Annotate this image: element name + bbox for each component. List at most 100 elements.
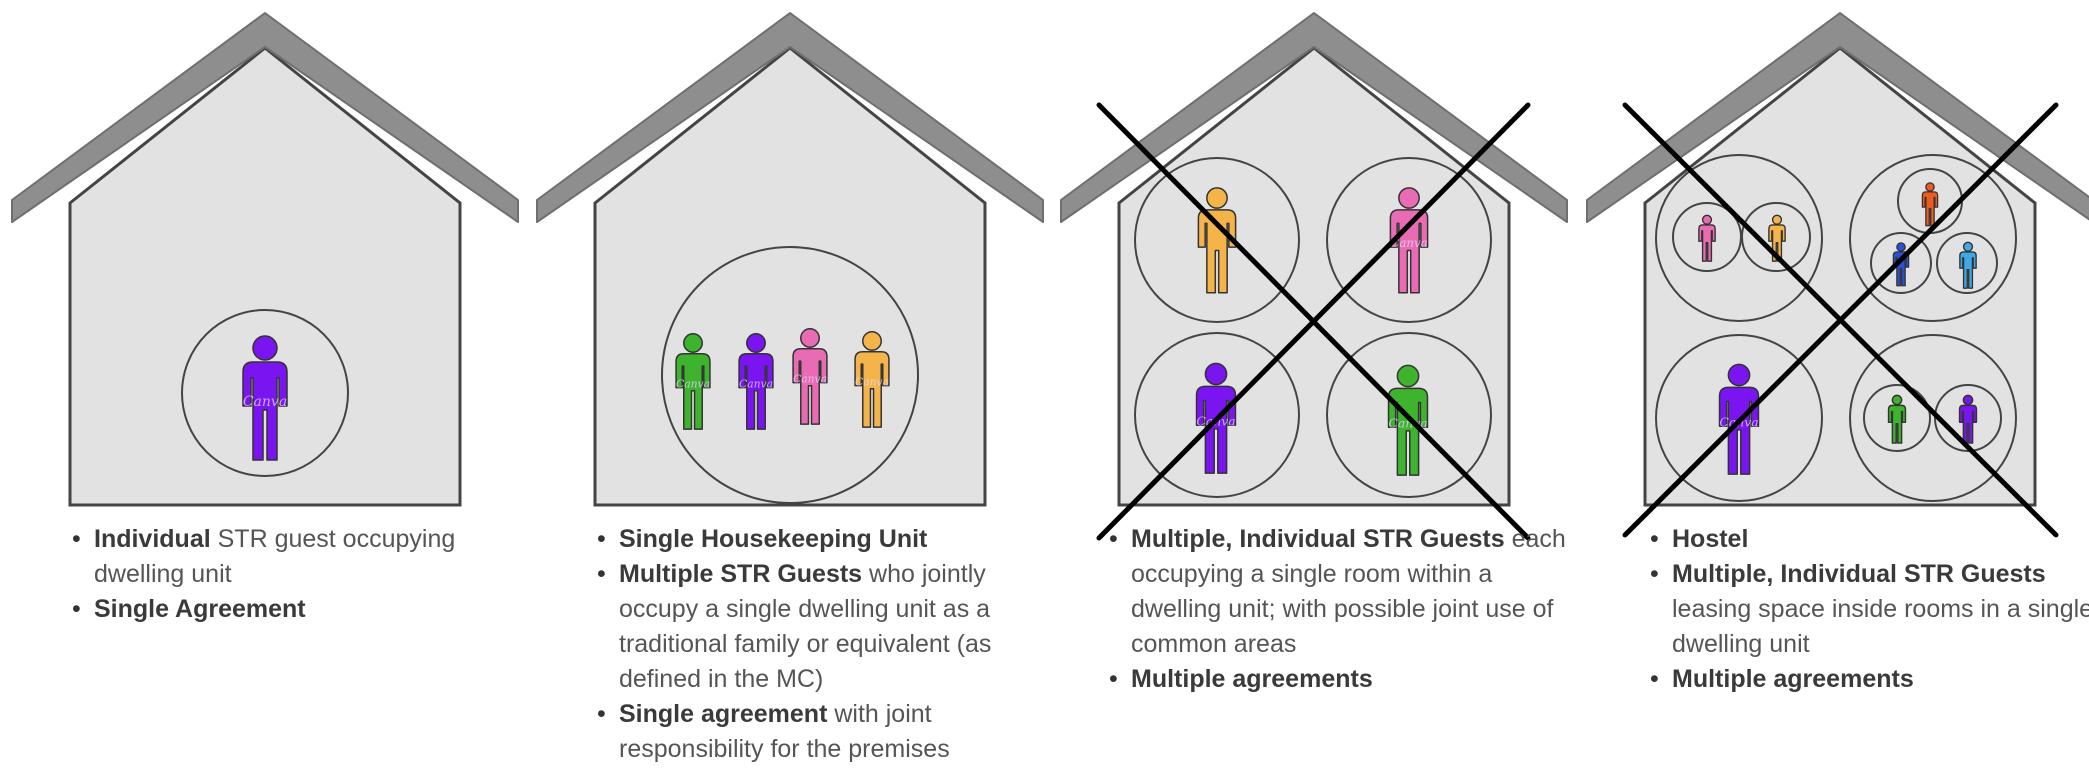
cross-line <box>1096 102 1531 541</box>
room-circle <box>1655 334 1823 502</box>
roof <box>536 12 1044 223</box>
bed-circle <box>1870 232 1932 294</box>
house-wall <box>68 46 462 507</box>
cross-out-mark <box>1622 102 2059 538</box>
person-head <box>683 333 703 353</box>
roof <box>1060 12 1568 223</box>
bullet-item: Multiple, Individual STR Guests each occ… <box>1109 522 1579 662</box>
cross-line <box>1622 102 2059 538</box>
bullet-item: Hostel <box>1650 522 2089 557</box>
bullet-bold-text: Multiple agreements <box>1131 665 1373 693</box>
bed-circle <box>1863 384 1931 452</box>
bullet-item: Multiple STR Guests who jointly occupy a… <box>597 557 1067 697</box>
person-body <box>675 353 711 430</box>
bullet-bold-text: Individual <box>94 525 211 553</box>
room-circle <box>1134 332 1300 498</box>
bullet-item: Multiple agreements <box>1109 662 1579 697</box>
bullet-bold-text: Multiple STR Guests <box>619 560 863 588</box>
bullet-text: STR guest occupying dwelling unit <box>94 525 456 588</box>
house-4: Canva <box>1586 12 2089 538</box>
room-circle <box>1655 154 1823 322</box>
bullet-bold-text: Hostel <box>1672 525 1749 553</box>
bullet-bold-text: Multiple, Individual STR Guests <box>1672 560 2046 588</box>
bullet-text: with joint responsibility for the premis… <box>619 700 950 763</box>
bed-circle <box>1934 384 2002 452</box>
watermark-text: Canva <box>1390 236 1427 250</box>
person-head <box>1206 187 1228 209</box>
person-head <box>1771 214 1783 225</box>
person-head <box>1962 394 1974 406</box>
person-head <box>1891 394 1903 406</box>
house-1: Canva <box>11 12 519 507</box>
bullet-bold-text: Multiple, Individual STR Guests <box>1131 525 1505 553</box>
bullet-item: Multiple agreements <box>1650 662 2089 697</box>
caption-house-2: Single Housekeeping UnitMultiple STR Gue… <box>597 522 1067 767</box>
person-head <box>1701 214 1713 225</box>
cross-out-mark <box>1096 102 1531 541</box>
person-head <box>1925 182 1935 192</box>
watermark-text: Canva <box>243 394 287 410</box>
bullet-item: Single agreement with joint responsibili… <box>597 697 1067 767</box>
caption-house-4: HostelMultiple, Individual STR Guests le… <box>1650 522 2089 697</box>
bullet-bold-text: Single agreement <box>619 700 828 728</box>
person-icon: Canva <box>242 335 288 461</box>
bullet-text: each occupying a single room within a dw… <box>1131 525 1566 658</box>
bullet-text: leasing space inside rooms in a single d… <box>1672 595 2089 658</box>
bullet-bold-text: Multiple agreements <box>1672 665 1914 693</box>
room-circle <box>1326 157 1492 323</box>
person-head <box>1398 187 1420 209</box>
watermark-text: Canva <box>855 376 889 389</box>
person-icon <box>1698 214 1716 262</box>
person-icon <box>1959 241 1977 289</box>
watermark-text: Canva <box>676 378 710 391</box>
person-head <box>1727 363 1751 387</box>
person-body <box>1958 404 1978 444</box>
bed-circle <box>1936 232 1998 294</box>
roof <box>1586 12 2089 223</box>
person-body <box>1698 224 1716 262</box>
person-head <box>800 328 820 348</box>
person-head <box>1396 364 1420 388</box>
bullet-bold-text: Single Housekeeping Unit <box>619 525 928 553</box>
person-icon <box>1958 394 1978 444</box>
room-circle <box>181 309 349 477</box>
person-body <box>738 353 774 430</box>
person-body <box>1959 251 1977 289</box>
caption-house-3: Multiple, Individual STR Guests each occ… <box>1109 522 1579 697</box>
person-icon: Canva <box>1389 187 1429 294</box>
roof <box>11 12 519 223</box>
room-circle <box>1326 332 1492 498</box>
person-body <box>1887 404 1907 444</box>
person-icon <box>1921 182 1939 227</box>
room-circle <box>1849 334 2017 502</box>
person-icon: Canva <box>792 328 828 425</box>
bed-circle <box>1741 202 1811 272</box>
bullet-item: Single Housekeeping Unit <box>597 522 1067 557</box>
bullet-bold-text: Single Agreement <box>94 595 306 623</box>
person-head <box>1896 242 1906 252</box>
caption-house-1: Individual STR guest occupying dwelling … <box>72 522 542 627</box>
room-circle <box>1849 154 2017 322</box>
person-body <box>792 348 828 425</box>
person-body <box>242 361 288 461</box>
person-body <box>1921 191 1939 227</box>
watermark-text: Canva <box>739 378 773 391</box>
bullet-item: Single Agreement <box>72 592 542 627</box>
person-head <box>746 333 766 353</box>
person-icon: Canva <box>738 333 774 430</box>
person-body <box>854 351 890 428</box>
person-head <box>862 331 882 351</box>
room-circle <box>1134 157 1300 323</box>
bullet-text: who jointly occupy a single dwelling uni… <box>619 560 992 693</box>
person-head <box>1962 241 1974 252</box>
person-icon <box>1887 394 1907 444</box>
bullet-item: Individual STR guest occupying dwelling … <box>72 522 542 592</box>
person-icon: Canva <box>675 333 711 430</box>
room-circle <box>661 246 919 504</box>
person-icon: Canva <box>854 331 890 428</box>
person-head <box>252 335 278 361</box>
bullet-item: Multiple, Individual STR Guests leasing … <box>1650 557 2089 662</box>
